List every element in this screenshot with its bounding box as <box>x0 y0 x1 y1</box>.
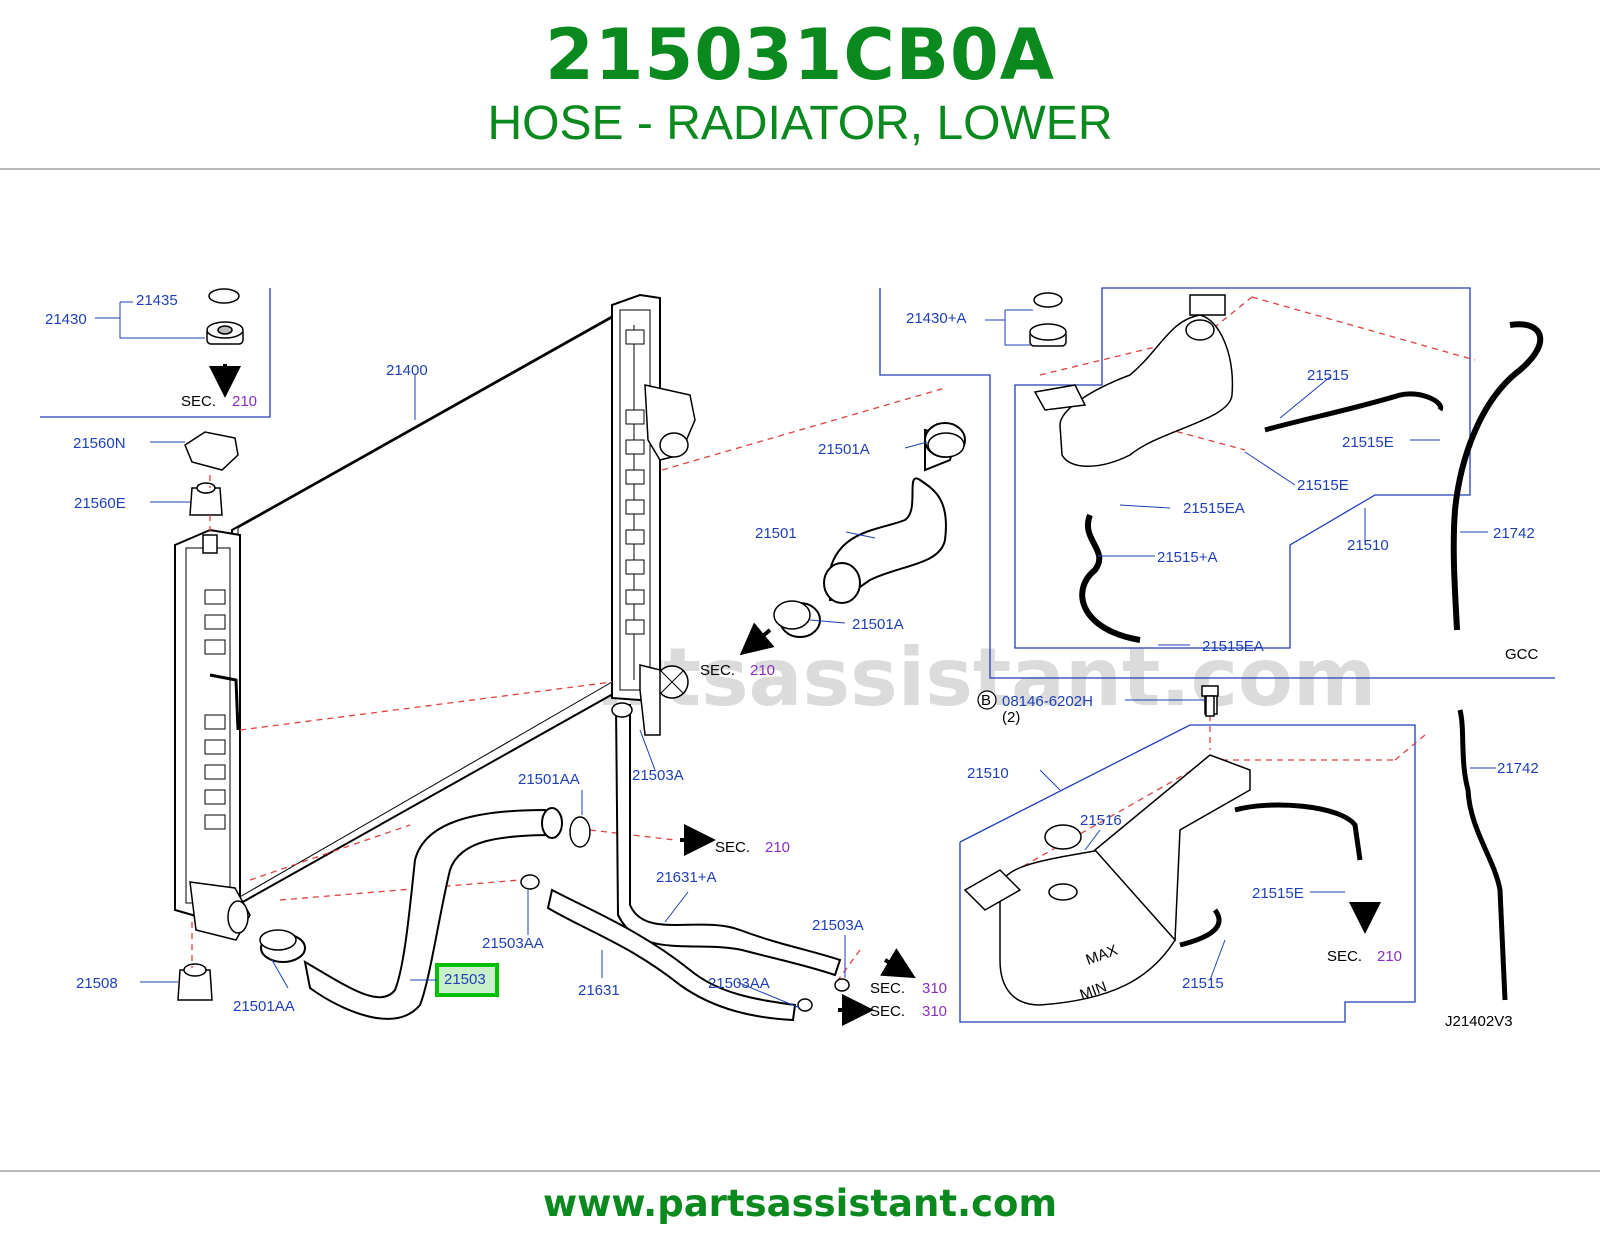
sec-word: SEC. <box>181 393 216 410</box>
sec-number: 210 <box>1377 948 1402 965</box>
label-21503A-a: 21503A <box>632 767 684 784</box>
label-21501AA-b: 21501AA <box>518 771 580 788</box>
label-21742-a: 21742 <box>1493 525 1535 542</box>
label-21503-highlighted: 21503 <box>444 971 486 988</box>
section-ref-5[interactable]: SEC. 310 <box>870 1003 947 1020</box>
label-21430A: 21430+A <box>906 310 966 327</box>
sec-number: 310 <box>922 980 947 997</box>
inset-radiator-cap <box>40 288 271 418</box>
label-21515A: 21515+A <box>1157 549 1217 566</box>
radiator-mount-icon <box>177 431 239 1001</box>
figure-code: J21402V3 <box>1445 1013 1513 1030</box>
region-code: GCC <box>1505 646 1539 663</box>
label-21631: 21631 <box>578 982 620 999</box>
label-21501A-a: 21501A <box>818 441 870 458</box>
footer-divider <box>0 1170 1600 1172</box>
sec-word: SEC. <box>700 662 735 679</box>
radiator-core-icon <box>174 293 696 941</box>
section-ref-1[interactable]: SEC. 210 <box>181 393 257 410</box>
header: 215031CB0A HOSE - RADIATOR, LOWER <box>0 0 1600 170</box>
label-21435: 21435 <box>136 292 178 309</box>
label-21501: 21501 <box>755 525 797 542</box>
label-leaders <box>140 375 1496 1009</box>
label-21501AA-a: 21501AA <box>233 998 295 1015</box>
label-21510-b: 21510 <box>967 765 1009 782</box>
label-21503AA-a: 21503AA <box>482 935 544 952</box>
bolt-callout-letter: B <box>981 692 991 709</box>
sec-number: 210 <box>232 393 257 410</box>
sec-number: 310 <box>922 1003 947 1020</box>
footer-url-link[interactable]: www.partsassistant.com <box>542 1182 1057 1225</box>
sec-number: 210 <box>750 662 775 679</box>
coolant-reservoir-icon <box>1033 294 1544 643</box>
leader-dashed <box>191 296 1476 981</box>
label-21503A-b: 21503A <box>812 917 864 934</box>
label-21515-b: 21515 <box>1182 975 1224 992</box>
label-21515EA-a: 21515EA <box>1183 500 1245 517</box>
label-21515EA-b: 21515EA <box>1202 638 1264 655</box>
label-21742-b: 21742 <box>1497 760 1539 777</box>
reservoir-cap-icon <box>1029 292 1067 347</box>
label-21510-a: 21510 <box>1347 537 1389 554</box>
section-arrows <box>680 622 1381 1026</box>
label-bolt-qty: (2) <box>1002 709 1020 726</box>
section-ref-3[interactable]: SEC. 210 <box>715 839 790 856</box>
sec-number: 210 <box>765 839 790 856</box>
label-21560N: 21560N <box>73 435 126 452</box>
label-21515-a: 21515 <box>1307 367 1349 384</box>
part-description: HOSE - RADIATOR, LOWER <box>487 97 1113 150</box>
section-ref-2[interactable]: SEC. 210 <box>700 662 775 679</box>
bolt-icon <box>1201 685 1219 717</box>
parts-diagram: www.partsassistant.com <box>0 170 1600 1170</box>
section-ref-4[interactable]: SEC. 310 <box>870 980 947 997</box>
label-21631A: 21631+A <box>656 869 716 886</box>
part-number-title: 215031CB0A <box>545 14 1055 96</box>
hose-clamp-icon <box>259 432 965 1012</box>
label-bolt-part: 08146-6202H <box>1002 693 1093 710</box>
radiator-cap-icon <box>206 288 244 345</box>
sec-word: SEC. <box>1327 948 1362 965</box>
label-21515E-b: 21515E <box>1297 477 1349 494</box>
label-21516: 21516 <box>1080 812 1122 829</box>
section-ref-6[interactable]: SEC. 210 <box>1327 948 1402 965</box>
label-21503AA-b: 21503AA <box>708 975 770 992</box>
label-21515E-c: 21515E <box>1252 885 1304 902</box>
label-21508: 21508 <box>76 975 118 992</box>
label-21515E-a: 21515E <box>1342 434 1394 451</box>
bolt-callout-circle <box>977 690 997 710</box>
label-21400: 21400 <box>386 362 428 379</box>
label-21560E: 21560E <box>74 495 126 512</box>
label-21430: 21430 <box>45 311 87 328</box>
sec-word: SEC. <box>870 1003 905 1020</box>
label-21501A-b: 21501A <box>852 616 904 633</box>
sec-word: SEC. <box>715 839 750 856</box>
inset-reservoir-frame <box>879 287 1555 1023</box>
sec-word: SEC. <box>870 980 905 997</box>
coolant-reservoir-lower-icon <box>963 689 1508 1006</box>
